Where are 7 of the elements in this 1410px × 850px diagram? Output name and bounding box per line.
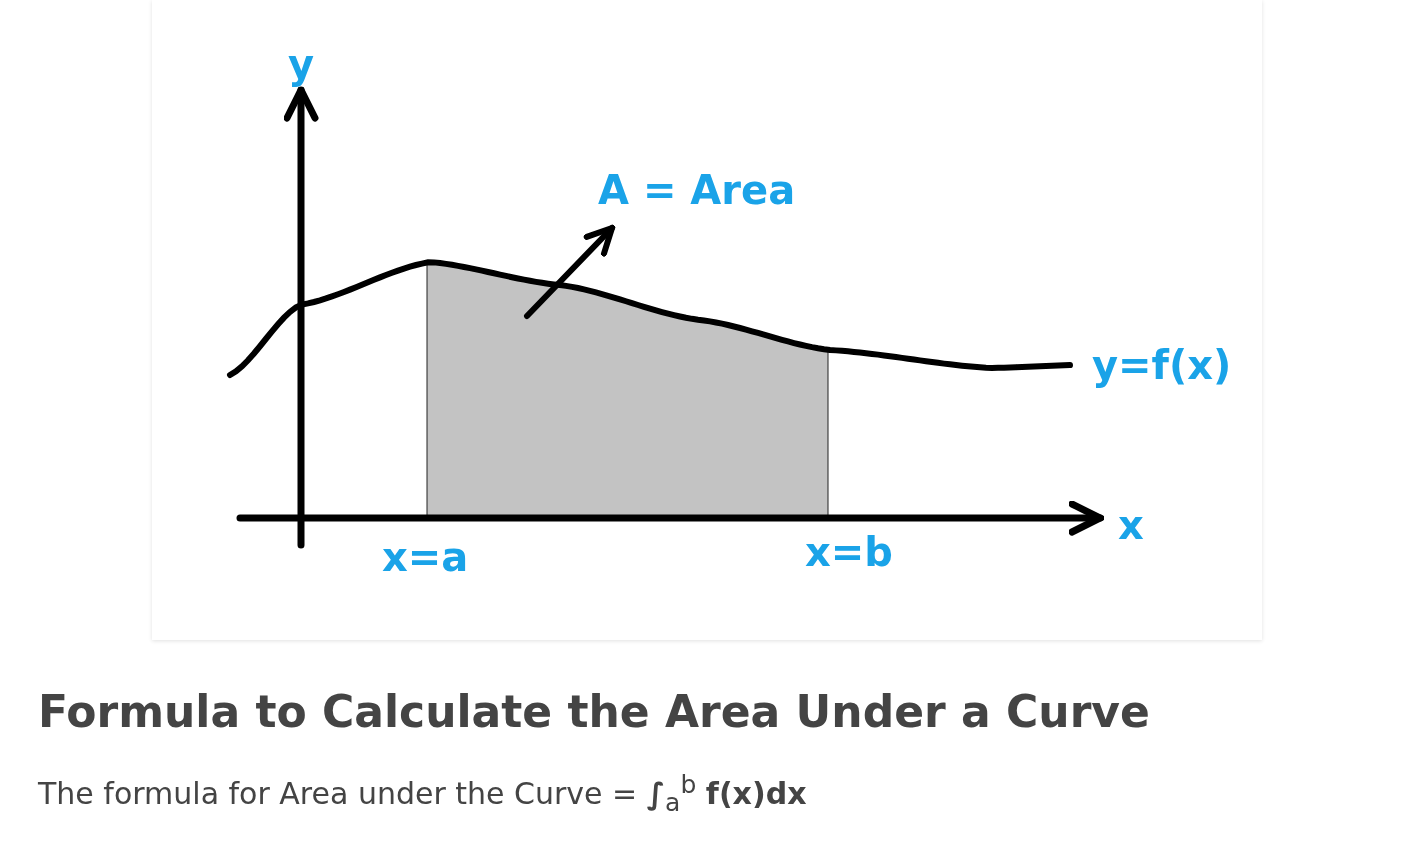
area-label: A = Area [598,170,796,210]
axis-label: x=a [382,537,469,577]
formula-text: The formula for Area under the Curve = ∫$_{a}$$^{b}$ f(x)dx [38,770,807,817]
axis-label: x [1118,505,1144,545]
heading: Formula to Calculate the Area Under a Curve [38,686,1150,737]
leader-arrow [524,225,615,319]
axis-label: x=b [805,532,893,572]
